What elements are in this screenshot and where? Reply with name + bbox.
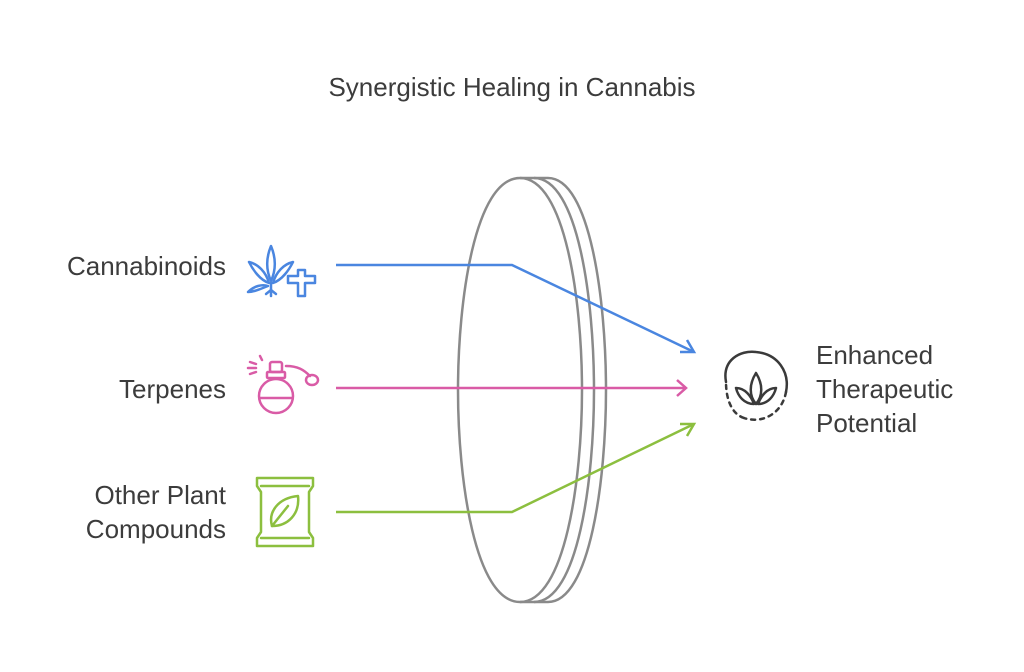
lotus-icon — [724, 350, 788, 421]
input-label-terpenes: Terpenes — [119, 374, 226, 404]
diagram-title: Synergistic Healing in Cannabis — [328, 72, 696, 102]
input-label-cannabinoids: Cannabinoids — [66, 251, 226, 281]
connector-cannabinoids — [336, 263, 697, 354]
outcome-label-line: Potential — [816, 408, 918, 438]
outcome-label: Enhanced Therapeutic Potential — [816, 338, 1016, 440]
outcome-label-line: Enhanced — [816, 340, 934, 370]
plant-seed-packet-icon — [255, 476, 315, 548]
perfume-bottle-icon — [246, 354, 320, 415]
connector-other-plant-compounds — [336, 422, 697, 514]
outcome-label-line: Therapeutic — [816, 374, 954, 404]
lens-icon — [456, 176, 608, 604]
connector-terpenes — [336, 379, 688, 397]
cannabis-leaf-plus-icon — [246, 244, 317, 298]
input-label-line: Other Plant — [94, 480, 226, 510]
input-label-line: Compounds — [85, 514, 226, 544]
input-label-other-plant-compounds: Other Plant Compounds — [20, 478, 226, 546]
